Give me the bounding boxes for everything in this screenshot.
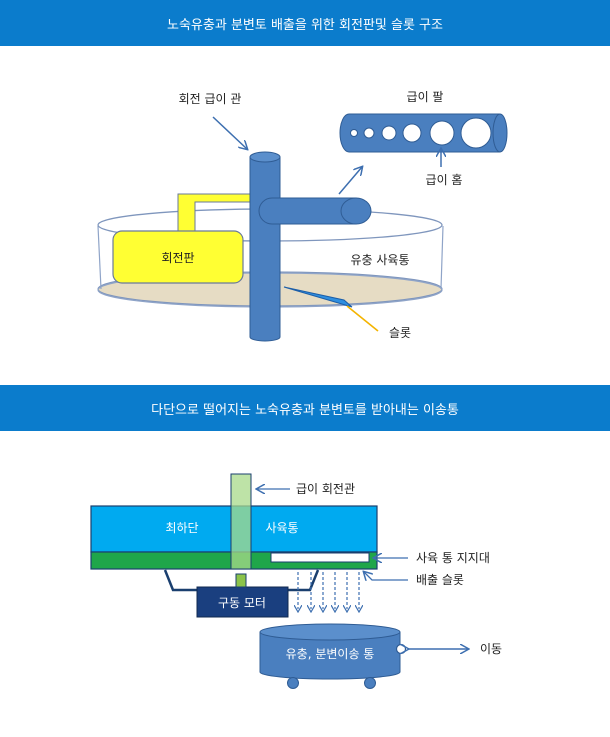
discharge-label-arrow xyxy=(364,572,408,580)
tank-wall xyxy=(97,225,444,290)
motor-bracket xyxy=(163,569,320,592)
motor-shaft xyxy=(235,573,247,588)
drive-motor xyxy=(196,586,289,618)
feeding-hole xyxy=(402,123,422,143)
feeding-hole xyxy=(460,117,492,149)
rotating-plate xyxy=(112,230,244,284)
support-bar xyxy=(270,552,370,563)
label-slot: 슬롯 xyxy=(389,326,411,340)
label-bottom-tier: 최하단 xyxy=(165,521,198,535)
feeding-hole xyxy=(381,125,397,141)
feeding-arm-end xyxy=(340,197,372,225)
label-motor: 구동 모터 xyxy=(218,596,266,610)
label-transfer-tank: 유충, 분변이송 통 xyxy=(286,647,375,661)
feeding-hole xyxy=(363,127,375,139)
slot-shape xyxy=(283,286,353,308)
top-diagram: 회전 급이 관 급이 팔 급이 홈 회전판 유충 사육통 슬롯 xyxy=(97,90,508,342)
rotating-pipe-top xyxy=(249,151,281,163)
feeding-arm-pipe xyxy=(258,197,357,225)
label-rotating-plate: 회전판 xyxy=(161,251,194,265)
transfer-tank-wheel xyxy=(287,677,299,689)
label-feeding-hole: 급이 홈 xyxy=(426,173,463,187)
transfer-tank-handle xyxy=(395,643,407,655)
feeding-hole xyxy=(429,120,455,146)
label-discharge-slot: 배출 슬롯 xyxy=(416,573,464,587)
rotating-pipe xyxy=(249,157,281,342)
label-breeding-tank: 유충 사육통 xyxy=(350,253,409,267)
feeding-pipe xyxy=(230,473,252,570)
label-rotating-pipe: 회전 급이 관 xyxy=(179,92,242,106)
label-tank: 사육통 xyxy=(265,521,298,535)
bottom-diagram: 급이 회전관 최하단 사육통 사육 통 지지대 배출 슬롯 구동 모터 유충, … xyxy=(90,473,502,689)
section-title-bottom: 다단으로 떨어지는 노숙유충과 분변토를 받아내는 이송통 xyxy=(0,385,610,431)
transfer-tank-wheel xyxy=(364,677,376,689)
label-feeding-arm: 급이 팔 xyxy=(407,90,444,104)
pipe-label-arrow xyxy=(212,116,247,149)
label-support: 사육 통 지지대 xyxy=(416,551,490,565)
feeding-arm-detail xyxy=(339,113,508,153)
section-title-top: 노숙유충과 분변토 배출을 위한 회전판및 슬롯 구조 xyxy=(0,0,610,46)
arm-detail-arrow xyxy=(338,167,362,195)
feeding-hole xyxy=(350,129,358,137)
label-feeding-pipe: 급이 회전관 xyxy=(296,482,355,496)
label-move: 이동 xyxy=(480,642,502,656)
discharge-arrows xyxy=(298,572,359,609)
slot-label-pointer xyxy=(346,305,379,332)
